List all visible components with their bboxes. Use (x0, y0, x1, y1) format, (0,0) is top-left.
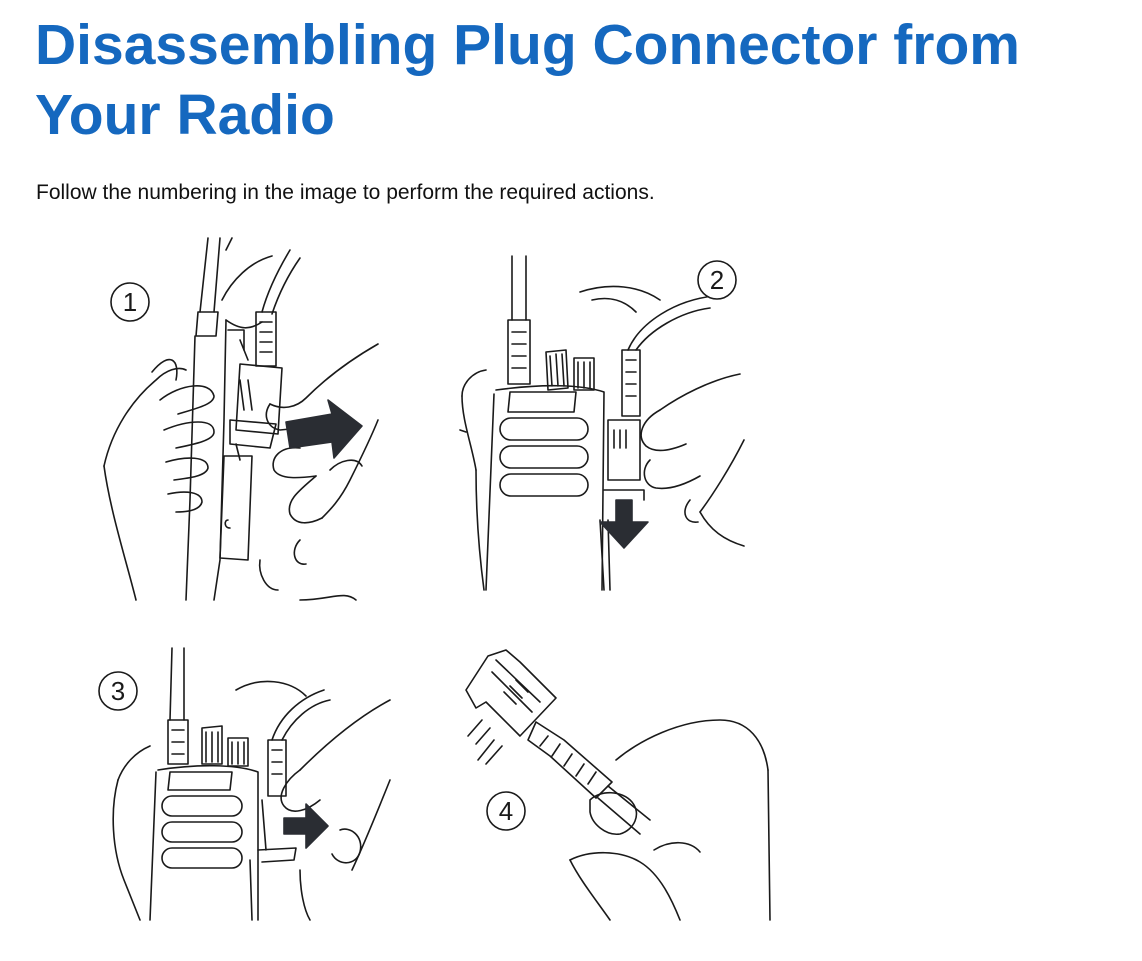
arrow-down-icon (599, 499, 649, 549)
svg-text:1: 1 (123, 287, 137, 317)
svg-text:3: 3 (111, 676, 125, 706)
step-3-illustration (112, 647, 391, 921)
step-badge-4: 4 (486, 791, 526, 831)
page-title: Disassembling Plug Connector from Your R… (35, 13, 1020, 147)
step-badge-3: 3 (98, 671, 138, 711)
intro-text: Follow the numbering in the image to per… (36, 181, 655, 204)
step-badge-1: 1 (110, 282, 150, 322)
arrow-right-icon (285, 399, 363, 459)
arrow-right-icon (283, 803, 329, 849)
svg-text:4: 4 (499, 796, 513, 826)
step-4-illustration (465, 649, 771, 921)
svg-text:2: 2 (710, 265, 724, 295)
step-1-illustration (103, 237, 379, 601)
step-badge-2: 2 (697, 260, 737, 300)
step-2-illustration (459, 255, 745, 591)
